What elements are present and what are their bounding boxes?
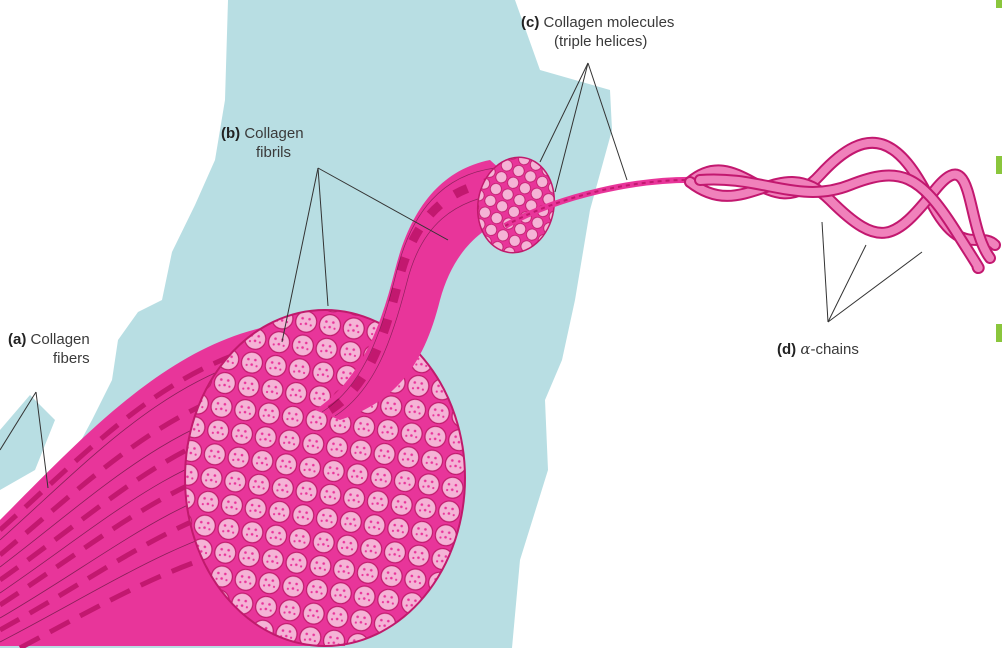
label-d-tag: (d) [777,341,796,358]
label-d-greek: α [800,340,810,358]
fibril-cross-section [185,310,465,646]
label-collagen-molecules: (c) Collagen molecules (triple helices) [521,13,674,51]
label-collagen-fibers: (a) Collagen fibers [8,330,90,368]
label-a-tag: (a) [8,331,26,348]
label-c-tag: (c) [521,14,539,31]
label-collagen-fibrils: (b) Collagen fibrils [221,124,304,162]
label-b-line1: Collagen [244,125,303,142]
label-a-line1: Collagen [31,331,90,348]
label-c-line1: Collagen molecules [544,14,675,31]
alpha-chains [690,143,995,268]
edge-marker [996,156,1002,174]
label-b-tag: (b) [221,125,240,142]
edge-marker [996,0,1002,8]
label-a-line2: fibers [8,350,90,367]
label-b-line2: fibrils [221,144,291,161]
label-d-text: -chains [810,341,858,358]
label-c-line2: (triple helices) [521,33,647,50]
edge-marker [996,324,1002,342]
label-alpha-chains: (d) α-chains [777,340,859,359]
